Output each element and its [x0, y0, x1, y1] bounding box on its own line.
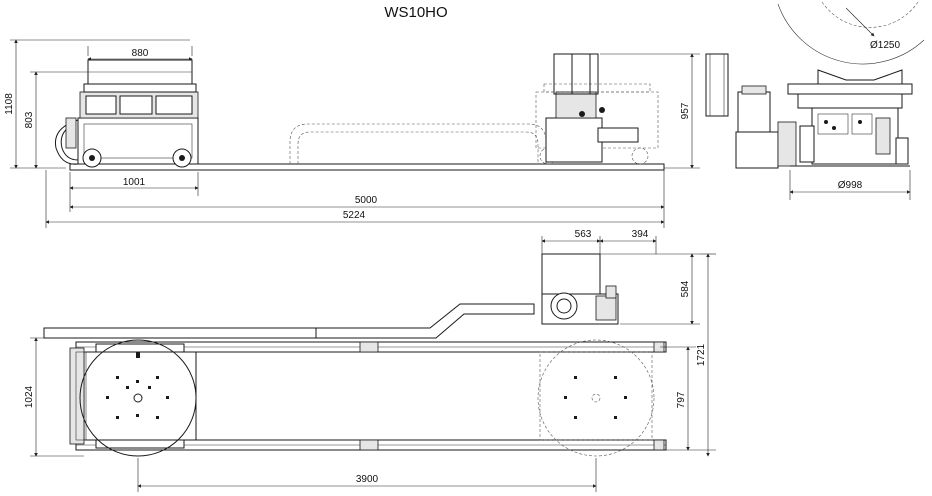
table-arc — [777, 3, 925, 65]
end-view: Ø1250 Ø998 — [705, 1, 925, 200]
hose-loop — [54, 119, 79, 165]
dim-half-width: 797 — [676, 391, 687, 408]
turntable-cradle — [817, 69, 903, 85]
handle-frame — [553, 53, 599, 95]
dim-pump-width: 563 — [575, 229, 592, 240]
dim-total-width: 1721 — [696, 343, 707, 366]
dim-rail-width: 1024 — [24, 385, 35, 408]
turntable-plate — [787, 83, 913, 95]
cable-chain — [289, 123, 547, 164]
dim-right-height: 957 — [680, 102, 691, 119]
dim-travel: 3900 — [356, 474, 379, 485]
plan-view: 563 394 584 1721 797 1024 3900 — [24, 229, 716, 492]
side-view: 880 1108 803 1001 5000 5224 957 — [4, 39, 700, 228]
motor-housing — [705, 53, 729, 117]
dim-table-diameter: Ø1250 — [870, 40, 900, 51]
dim-base-diameter: Ø998 — [838, 180, 863, 191]
dim-base-width: 1001 — [123, 177, 146, 188]
cable-tray — [43, 327, 317, 339]
phantom-turntable — [537, 339, 655, 457]
dim-frame-length: 5000 — [355, 195, 378, 206]
dim-pump-offset: 394 — [632, 229, 649, 240]
plan-turntable — [79, 339, 197, 457]
dim-total-height: 1108 — [4, 93, 15, 115]
floor-rail — [69, 163, 665, 171]
drawing-title: WS10HO — [384, 4, 447, 21]
pump-unit — [545, 117, 603, 163]
dim-pump-depth: 584 — [680, 280, 691, 297]
plan-pump-housing — [541, 253, 601, 295]
table-top — [83, 83, 197, 93]
dim-overall-length: 5224 — [343, 210, 366, 221]
table-arc-dashed — [821, 1, 919, 28]
pump-motor — [555, 91, 597, 119]
dim-table-height: 803 — [24, 111, 35, 128]
pump-tank — [735, 131, 779, 169]
dim-table-width: 880 — [132, 48, 149, 59]
plan-slots — [106, 376, 169, 419]
